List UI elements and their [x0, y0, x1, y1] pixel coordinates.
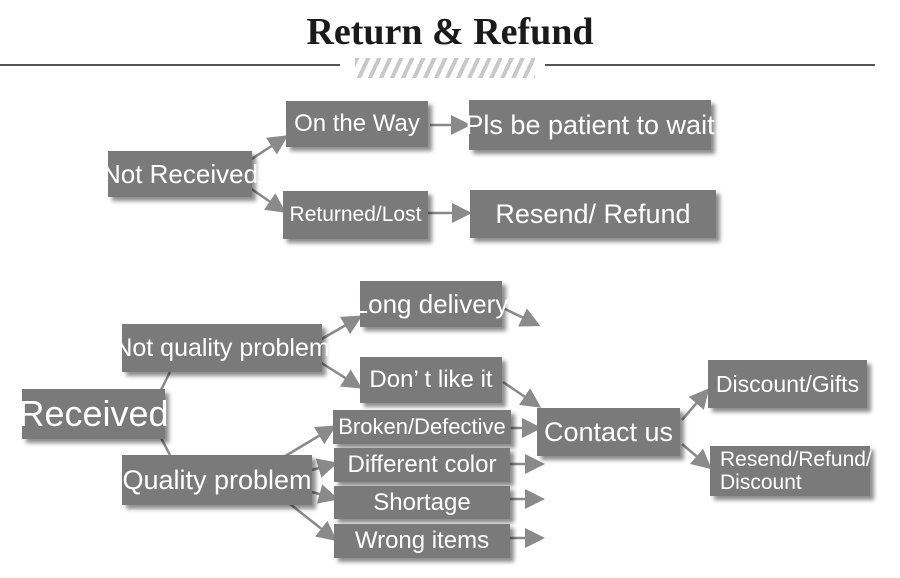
long-delivery-label: Long delivery [353, 288, 509, 319]
resend-refund-discount-box: Resend/Refund/ Discount [710, 446, 872, 496]
arrow-dont-like-to-contact [502, 380, 542, 408]
on-the-way-box: On the Way [286, 101, 428, 147]
arrow-long-delivery-out [502, 306, 541, 327]
arrow-quality-to-wrong-items [289, 503, 337, 542]
title-divider-left [0, 64, 340, 66]
dont-like-label: Don’ t like it [369, 366, 493, 393]
dont-like-box: Don’ t like it [360, 357, 502, 403]
long-delivery-box: Long delivery [354, 281, 508, 327]
arrow-contact-to-resend-refund-discount [681, 443, 712, 470]
arrow-not-quality-to-long-delivery [319, 315, 363, 342]
broken-defective-label: Broken/Defective [338, 414, 506, 439]
different-color-label: Different color [347, 451, 497, 478]
arrow-not-quality-to-dont-like [319, 360, 363, 389]
arrow-not-received-to-on-the-way [249, 135, 289, 162]
resend-refund-discount-label: Resend/Refund/ Discount [720, 448, 872, 494]
arrow-quality-to-different-color [311, 458, 338, 478]
arrow-quality-to-broken [281, 425, 337, 460]
arrow-quality-to-shortage [311, 484, 339, 504]
not-received-label: Not Received [101, 158, 259, 189]
contact-us-box: Contact us [537, 408, 680, 456]
shortage-box: Shortage [334, 486, 510, 519]
not-quality-problem-box: Not quality problem [114, 324, 330, 372]
page-title: Return & Refund [306, 11, 594, 53]
contact-us-label: Contact us [543, 416, 674, 447]
resend-refund-box: Resend/ Refund [470, 190, 716, 238]
quality-problem-label: Quality problem [122, 464, 312, 495]
title-divider-right [545, 64, 875, 66]
wrong-items-label: Wrong items [354, 527, 490, 554]
link-received-to-not-quality [158, 371, 172, 393]
pls-wait-box: Pls be patient to wait [465, 100, 715, 150]
wrong-items-box: Wrong items [334, 524, 510, 558]
arrow-contact-to-discount [681, 388, 710, 421]
different-color-box: Different color [334, 448, 510, 482]
returned-lost-box: Returned/Lost [283, 191, 428, 239]
title-hatch-decoration [355, 58, 535, 78]
arrow-not-received-to-returned-lost [249, 186, 287, 213]
resend-refund-label: Resend/ Refund [495, 198, 691, 229]
not-received-box: Not Received [102, 151, 258, 197]
received-box: Received [18, 389, 169, 439]
quality-problem-box: Quality problem [122, 455, 312, 505]
on-the-way-label: On the Way [294, 110, 420, 137]
broken-defective-box: Broken/Defective [333, 410, 511, 444]
shortage-label: Shortage [373, 488, 471, 516]
link-received-to-quality [158, 435, 172, 456]
returned-lost-label: Returned/Lost [289, 203, 422, 226]
pls-wait-label: Pls be patient to wait [465, 109, 715, 140]
discount-gifts-label: Discount/Gifts [715, 370, 860, 397]
discount-gifts-box: Discount/Gifts [708, 360, 867, 408]
received-label: Received [18, 393, 169, 434]
not-quality-problem-label: Not quality problem [114, 333, 330, 362]
